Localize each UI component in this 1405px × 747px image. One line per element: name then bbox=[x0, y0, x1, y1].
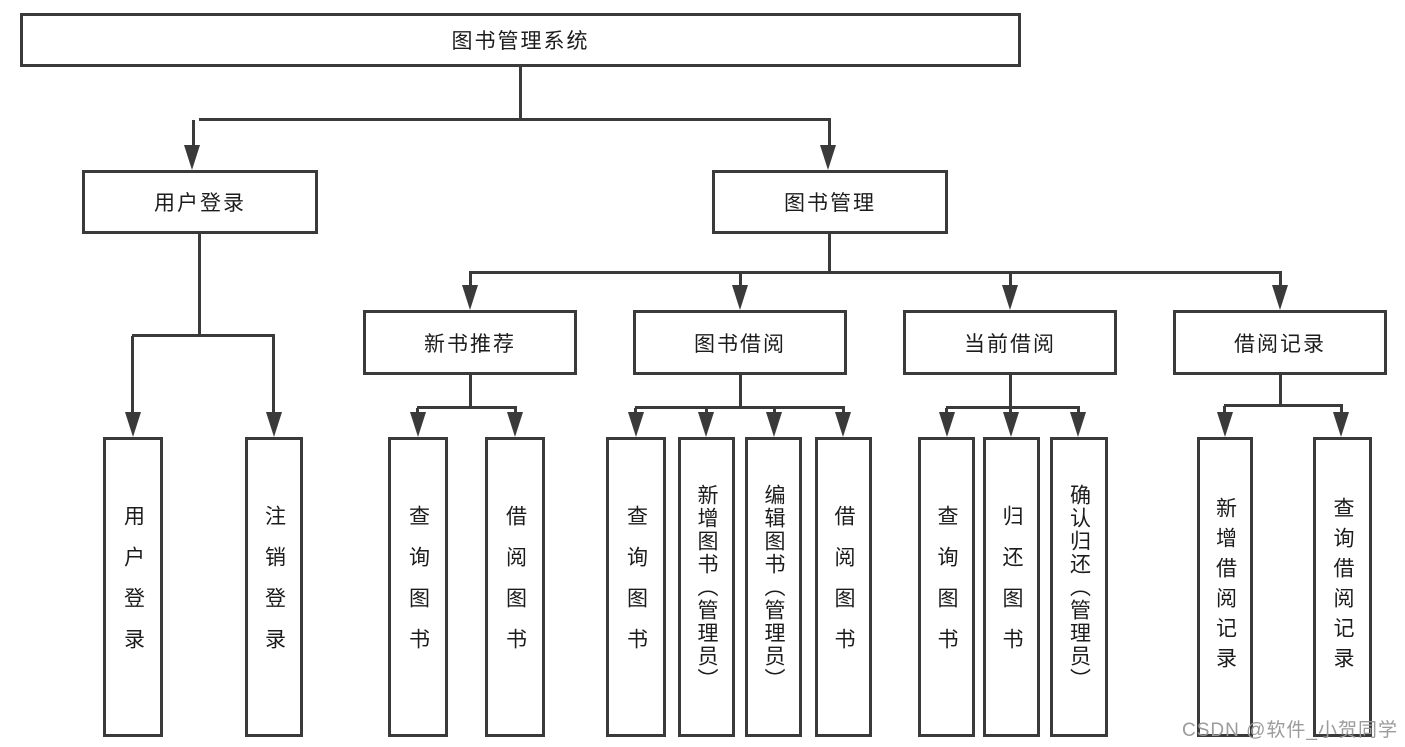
connector-line bbox=[199, 118, 831, 121]
connector-line bbox=[1279, 273, 1282, 287]
arrow-down-icon bbox=[939, 412, 955, 437]
leaf-borrow-books-recommend-label: 借阅图书 bbox=[503, 505, 527, 669]
leaf-confirm-return-admin-label: 确认归还（管理员） bbox=[1067, 483, 1091, 691]
node-new-book-recommend-label: 新书推荐 bbox=[424, 332, 516, 356]
connector-line bbox=[1223, 406, 1226, 414]
node-book-borrowing: 图书借阅 bbox=[633, 310, 847, 375]
leaf-add-books-admin-label: 新增图书（管理员） bbox=[695, 483, 718, 691]
connector-line bbox=[272, 336, 275, 414]
node-user-login-label: 用户登录 bbox=[154, 192, 246, 215]
arrow-down-icon bbox=[732, 285, 748, 310]
arrow-down-icon bbox=[628, 412, 644, 437]
node-book-management: 图书管理 bbox=[712, 170, 948, 234]
arrow-down-icon bbox=[462, 285, 478, 310]
leaf-logout-label: 注销登录 bbox=[262, 505, 286, 669]
connector-line bbox=[739, 273, 742, 287]
connector-line bbox=[417, 406, 517, 409]
leaf-add-borrow-record-label: 新增借阅记录 bbox=[1213, 497, 1237, 677]
leaf-return-books-label: 归还图书 bbox=[1000, 505, 1023, 669]
connector-line bbox=[469, 271, 1282, 274]
leaf-query-books-borrowing-label: 查询图书 bbox=[624, 505, 648, 669]
connector-line bbox=[192, 120, 195, 147]
arrow-down-icon bbox=[835, 412, 851, 437]
arrow-down-icon bbox=[266, 412, 282, 437]
connector-line bbox=[1224, 404, 1343, 407]
arrow-down-icon bbox=[1002, 285, 1018, 310]
connector-line bbox=[1009, 374, 1012, 408]
leaf-borrow-books: 借阅图书 bbox=[815, 437, 872, 737]
arrow-down-icon bbox=[184, 145, 200, 170]
leaf-edit-books-admin: 编辑图书（管理员） bbox=[745, 437, 802, 737]
arrow-down-icon bbox=[820, 145, 836, 170]
connector-line bbox=[1009, 408, 1012, 415]
connector-line bbox=[1009, 273, 1012, 287]
node-user-login: 用户登录 bbox=[82, 170, 318, 234]
connector-line bbox=[773, 408, 776, 415]
leaf-return-books: 归还图书 bbox=[983, 437, 1040, 737]
leaf-query-borrow-record: 查询借阅记录 bbox=[1313, 437, 1372, 737]
arrow-down-icon bbox=[1272, 285, 1288, 310]
arrow-down-icon bbox=[1333, 412, 1349, 437]
leaf-query-borrow-record-label: 查询借阅记录 bbox=[1331, 497, 1354, 677]
node-root: 图书管理系统 bbox=[20, 13, 1021, 67]
node-root-label: 图书管理系统 bbox=[451, 30, 590, 53]
connector-line bbox=[132, 334, 275, 337]
leaf-query-books-recommend-label: 查询图书 bbox=[406, 505, 430, 669]
node-borrowing-records: 借阅记录 bbox=[1173, 310, 1387, 375]
connector-line bbox=[469, 374, 472, 408]
arrow-down-icon bbox=[1070, 412, 1086, 437]
node-borrowing-records-label: 借阅记录 bbox=[1234, 332, 1326, 356]
leaf-user-login-label: 用户登录 bbox=[121, 505, 145, 669]
arrow-down-icon bbox=[1217, 412, 1233, 437]
connector-line bbox=[469, 273, 472, 287]
connector-line bbox=[842, 408, 845, 415]
connector-line bbox=[828, 120, 831, 147]
connector-line bbox=[131, 336, 134, 414]
node-new-book-recommend: 新书推荐 bbox=[363, 310, 577, 375]
leaf-logout: 注销登录 bbox=[245, 437, 303, 737]
connector-line bbox=[739, 374, 742, 408]
connector-line bbox=[1340, 406, 1343, 414]
leaf-query-books-borrowing: 查询图书 bbox=[606, 437, 666, 737]
connector-line bbox=[635, 406, 845, 409]
arrow-down-icon bbox=[125, 412, 141, 437]
connector-line bbox=[705, 408, 708, 415]
connector-line bbox=[416, 408, 419, 415]
connector-line bbox=[634, 408, 637, 415]
connector-line bbox=[1077, 408, 1080, 415]
leaf-query-books-recommend: 查询图书 bbox=[388, 437, 448, 737]
leaf-add-borrow-record: 新增借阅记录 bbox=[1197, 437, 1253, 737]
connector-line bbox=[1279, 374, 1282, 406]
connector-line bbox=[514, 408, 517, 415]
leaf-query-books-current: 查询图书 bbox=[918, 437, 975, 737]
connector-line bbox=[945, 408, 948, 415]
connector-line bbox=[946, 406, 1080, 409]
arrow-down-icon bbox=[766, 412, 782, 437]
leaf-query-books-current-label: 查询图书 bbox=[935, 505, 958, 669]
node-current-borrowing: 当前借阅 bbox=[903, 310, 1117, 375]
leaf-borrow-books-recommend: 借阅图书 bbox=[485, 437, 545, 737]
arrow-down-icon bbox=[698, 412, 714, 437]
leaf-add-books-admin: 新增图书（管理员） bbox=[678, 437, 735, 737]
leaf-edit-books-admin-label: 编辑图书（管理员） bbox=[762, 483, 785, 691]
node-book-borrowing-label: 图书借阅 bbox=[694, 332, 786, 356]
leaf-confirm-return-admin: 确认归还（管理员） bbox=[1050, 437, 1108, 737]
connector-line bbox=[519, 67, 522, 119]
watermark: CSDN @软件_小贺同学 bbox=[1182, 720, 1398, 741]
arrow-down-icon bbox=[507, 412, 523, 437]
arrow-down-icon bbox=[410, 412, 426, 437]
arrow-down-icon bbox=[1003, 412, 1019, 437]
node-book-management-label: 图书管理 bbox=[784, 192, 876, 215]
leaf-user-login: 用户登录 bbox=[103, 437, 163, 737]
connector-line bbox=[198, 233, 201, 336]
leaf-borrow-books-label: 借阅图书 bbox=[832, 505, 855, 669]
node-current-borrowing-label: 当前借阅 bbox=[964, 332, 1056, 356]
connector-line bbox=[828, 233, 831, 273]
